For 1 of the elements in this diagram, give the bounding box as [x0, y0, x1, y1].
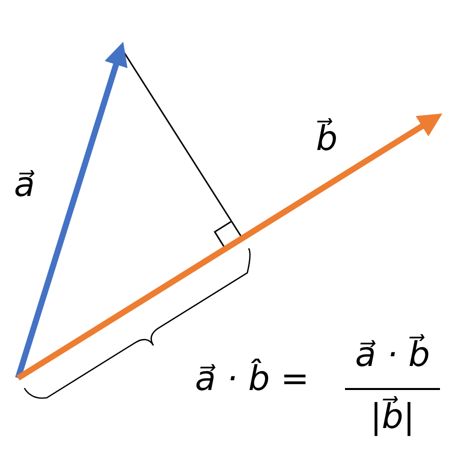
vector-label: a⃗ [14, 168, 35, 202]
